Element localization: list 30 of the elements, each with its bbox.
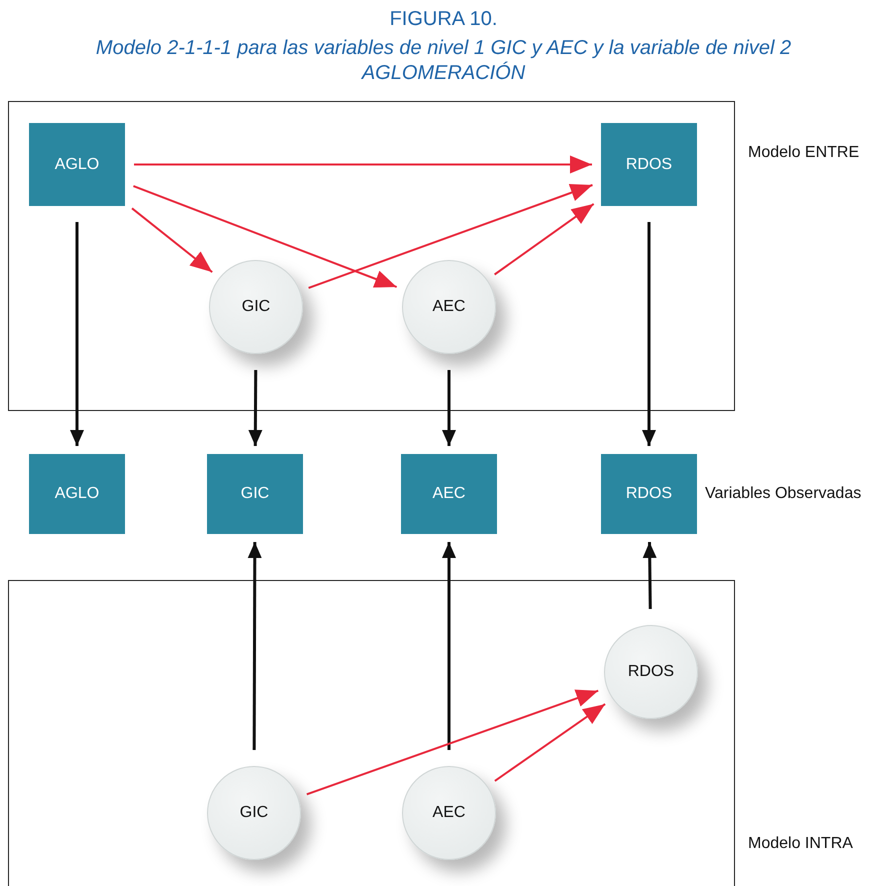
- arrow: [308, 184, 593, 289]
- arrow: [494, 703, 606, 782]
- arrow: [442, 370, 456, 446]
- arrow: [642, 222, 656, 446]
- arrow: [642, 542, 657, 610]
- variable-box: AGLO: [29, 123, 125, 206]
- frame-heading: Modelo INTRA: [748, 835, 853, 853]
- variable-circle: AEC: [402, 260, 496, 354]
- variable-box: AGLO: [29, 454, 125, 534]
- variable-box: AEC: [401, 454, 497, 534]
- variable-box: RDOS: [601, 454, 697, 534]
- variable-circle: GIC: [207, 766, 301, 860]
- figure-caption: Modelo 2-1-1-1 para las variables de nivel 1 GIC y AEC y la variable de nivel 2 AGLOMERACIÓN: [94, 36, 792, 86]
- row-label: Variables Observadas: [705, 485, 862, 503]
- arrow: [494, 203, 594, 276]
- variable-circle: GIC: [209, 260, 303, 354]
- variable-box: GIC: [207, 454, 303, 534]
- variable-circle: AEC: [402, 766, 496, 860]
- arrow: [248, 370, 262, 446]
- arrow: [134, 156, 592, 174]
- arrow: [248, 542, 262, 750]
- arrow: [70, 222, 84, 446]
- figure-title: FIGURA 10.: [388, 8, 498, 31]
- arrow: [131, 208, 213, 273]
- frame-heading: Modelo ENTRE: [748, 144, 860, 162]
- arrow: [306, 690, 599, 796]
- variable-circle: RDOS: [604, 625, 698, 719]
- variable-box: RDOS: [601, 123, 697, 206]
- arrow: [133, 185, 398, 288]
- arrow: [442, 542, 456, 750]
